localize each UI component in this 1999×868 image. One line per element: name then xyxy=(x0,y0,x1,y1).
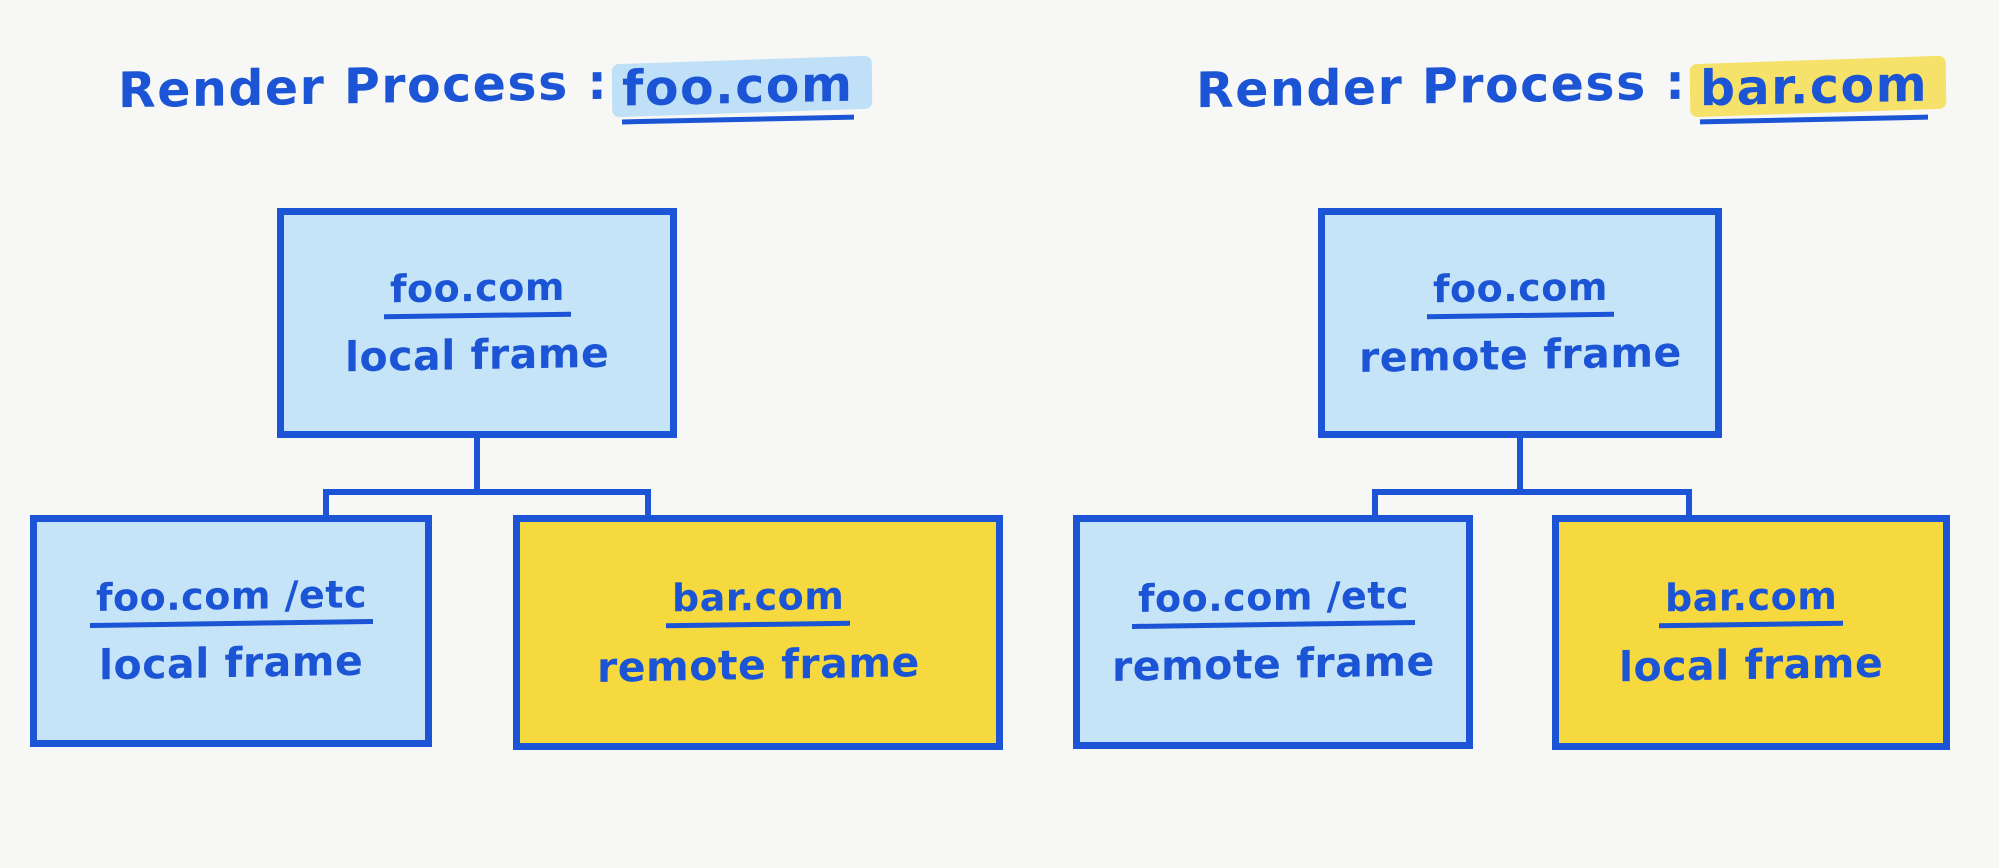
node-left-root-frame: local frame xyxy=(344,329,610,382)
node-left-child-bar[interactable]: bar.com remote frame xyxy=(513,515,1003,750)
node-right-child-bar[interactable]: bar.com local frame xyxy=(1552,515,1950,750)
node-left-root[interactable]: foo.com local frame xyxy=(277,208,677,438)
node-right-child-bar-origin: bar.com xyxy=(1658,574,1844,629)
node-right-root[interactable]: foo.com remote frame xyxy=(1318,208,1722,438)
connector-left-root-stem xyxy=(474,438,480,492)
process-title-right: Render Process : bar.com xyxy=(1196,53,1947,125)
node-left-child-foo-etc-origin: foo.com /etc xyxy=(89,572,373,628)
connector-left-child2-drop xyxy=(645,489,651,517)
connector-right-child1-drop xyxy=(1372,489,1378,517)
node-right-root-frame: remote frame xyxy=(1358,328,1682,383)
connector-right-child2-drop xyxy=(1686,489,1692,517)
node-right-child-foo-etc-frame: remote frame xyxy=(1111,637,1435,692)
node-left-child-bar-origin: bar.com xyxy=(665,574,851,629)
connector-right-bus xyxy=(1372,489,1692,495)
process-title-right-origin-text: bar.com xyxy=(1700,55,1929,125)
connector-left-bus xyxy=(323,489,651,495)
node-left-child-foo-etc-frame: local frame xyxy=(98,637,364,690)
node-left-child-bar-frame: remote frame xyxy=(596,638,920,692)
process-title-left-origin: foo.com xyxy=(612,55,873,125)
connector-left-child1-drop xyxy=(323,489,329,517)
node-left-root-origin: foo.com xyxy=(383,264,571,319)
process-title-left: Render Process : foo.com xyxy=(118,53,873,125)
connector-right-root-stem xyxy=(1517,438,1523,492)
node-left-child-foo-etc[interactable]: foo.com /etc local frame xyxy=(30,515,432,747)
process-title-right-label: Render Process : xyxy=(1196,53,1687,120)
process-title-right-origin: bar.com xyxy=(1690,55,1947,125)
node-right-child-bar-frame: local frame xyxy=(1618,638,1884,692)
process-title-left-origin-text: foo.com xyxy=(622,55,854,125)
node-right-child-foo-etc[interactable]: foo.com /etc remote frame xyxy=(1073,515,1473,749)
node-right-child-foo-etc-origin: foo.com /etc xyxy=(1131,573,1415,629)
node-right-root-origin: foo.com xyxy=(1426,264,1614,319)
process-title-left-label: Render Process : xyxy=(118,53,609,120)
